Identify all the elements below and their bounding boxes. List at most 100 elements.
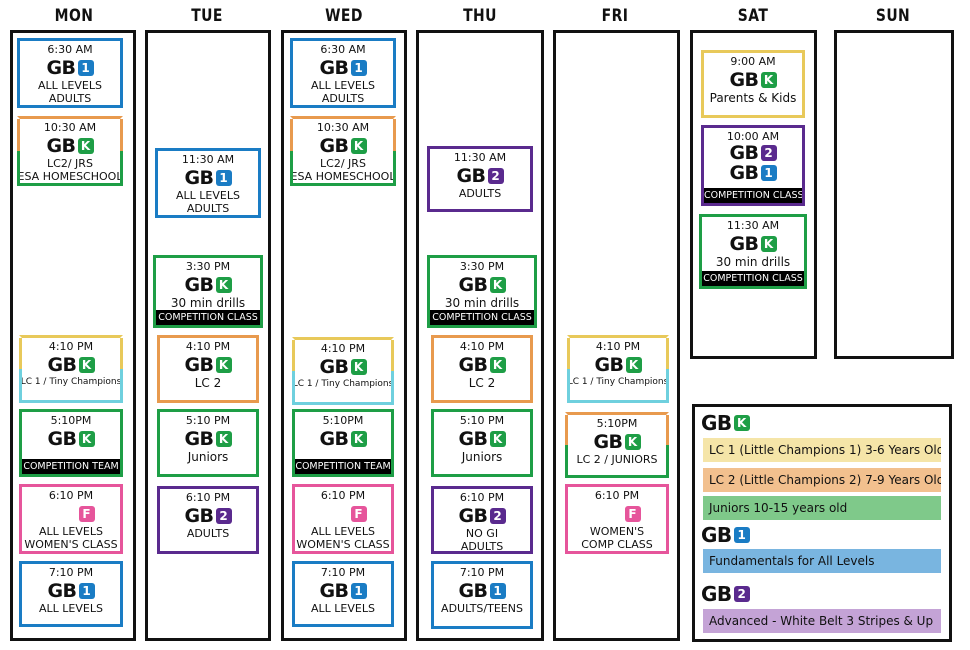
level-1-badge-icon: 1 xyxy=(733,527,750,543)
class-description: Parents & Kids xyxy=(709,91,797,105)
class-time: 4:10 PM xyxy=(320,342,366,355)
class-time: 10:00 AM xyxy=(726,130,780,143)
gb-logo-text: GB xyxy=(701,411,732,435)
gb-logo: GBF xyxy=(319,504,367,524)
class-time: 5:10PM xyxy=(322,414,364,427)
legend-fundamentals-logo: GB 1 xyxy=(701,525,750,545)
gb-logo-text: GB xyxy=(729,69,759,91)
kids-badge-icon: K xyxy=(77,138,94,154)
class-time: 3:30 PM xyxy=(185,260,231,273)
class-description: ALL LEVELS xyxy=(311,79,375,92)
class-description: ALL LEVELS xyxy=(311,525,375,538)
gb-logo-text: GB xyxy=(729,142,759,164)
gb-logo-text: GB xyxy=(184,274,214,296)
gb-logo-text: GB xyxy=(47,354,77,376)
class-description: LC 2 xyxy=(194,376,222,390)
legend-advanced-logo: GB 2 xyxy=(701,584,750,604)
class-time: 7:10 PM xyxy=(459,566,505,579)
class-description: LC 1 / Tiny Champions xyxy=(20,377,122,387)
class-category-bar: COMPETITION CLASS xyxy=(702,271,804,286)
level-2-badge-icon: 2 xyxy=(760,145,777,161)
female-badge-icon: F xyxy=(350,506,367,522)
class-description: 30 min drills xyxy=(444,296,520,310)
class-time: 6:10 PM xyxy=(48,489,94,502)
class-time: 11:30 AM xyxy=(453,151,507,164)
day-label-sun: SUN xyxy=(875,6,911,26)
kids-badge-icon: K xyxy=(350,138,367,154)
level-2-badge-icon: 2 xyxy=(487,168,504,184)
class-description: ADULTS xyxy=(186,202,230,215)
class-time: 6:10 PM xyxy=(185,491,231,504)
gb-logo-text: GB xyxy=(47,580,77,602)
class-description: LC2/ JRS xyxy=(320,157,366,170)
class-description: LC 1 / Tiny Champions xyxy=(567,377,669,387)
day-label-fri: FRI xyxy=(601,6,629,26)
level-2-badge-icon: 2 xyxy=(215,508,232,524)
kids-badge-icon: K xyxy=(350,359,367,375)
class-time: 10:30 AM xyxy=(43,121,97,134)
gb-logo-text: GB xyxy=(701,582,732,606)
class-description: ADULTS xyxy=(186,527,230,540)
class-description: LC2/ JRS xyxy=(47,157,93,170)
class-category-bar: COMPETITION CLASS xyxy=(430,310,534,325)
class-category-bar: COMPETITION TEAM xyxy=(295,459,391,474)
kids-badge-icon: K xyxy=(489,277,506,293)
gb-logo-text: GB xyxy=(456,165,486,187)
class-time: 4:10 PM xyxy=(48,340,94,353)
gb-logo-text: GB xyxy=(319,356,349,378)
class-time: 6:30 AM xyxy=(320,43,366,56)
level-1-badge-icon: 1 xyxy=(77,60,94,76)
class-description: ALL LEVELS xyxy=(39,602,103,615)
level-1-badge-icon: 1 xyxy=(215,170,232,186)
class-description: LC 2 xyxy=(468,376,496,390)
class-description: 30 min drills xyxy=(170,296,246,310)
gb-logo-text: GB xyxy=(594,354,624,376)
class-description: 30 min drills xyxy=(715,255,791,269)
class-time: 7:10 PM xyxy=(48,566,94,579)
gb-logo: GBF xyxy=(593,504,641,524)
day-label-sat: SAT xyxy=(737,6,769,26)
gb-logo-text: GB xyxy=(593,431,623,453)
class-time: 4:10 PM xyxy=(185,340,231,353)
legend-item-advanced: Advanced - White Belt 3 Stripes & Up xyxy=(703,609,941,633)
level-2-badge-icon: 2 xyxy=(733,586,750,602)
kids-badge-icon: K xyxy=(625,357,642,373)
kids-badge-icon: K xyxy=(78,357,95,373)
class-time: 4:10 PM xyxy=(595,340,641,353)
gb-logo-text: GB xyxy=(729,233,759,255)
day-column-sun xyxy=(834,30,954,359)
class-time: 11:30 AM xyxy=(726,219,780,232)
gb-logo-text: GB xyxy=(458,505,488,527)
class-category-bar: COMPETITION TEAM xyxy=(22,459,120,474)
